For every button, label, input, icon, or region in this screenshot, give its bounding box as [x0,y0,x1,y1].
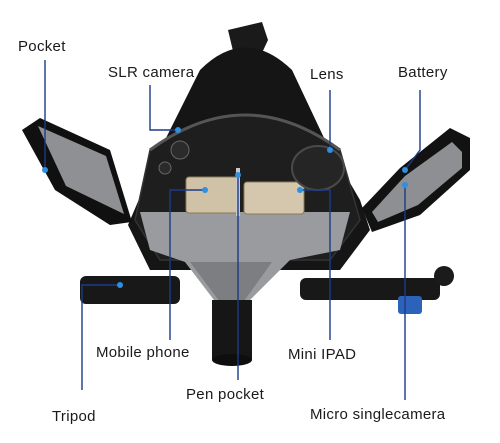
leader-mini-ipad [300,189,331,340]
callout-leader-lines [44,60,421,400]
callout-battery: Battery [398,64,448,81]
camera-dial [170,140,190,160]
camera-dial-2 [158,161,172,175]
callout-micro-single-camera: Micro singlecamera [310,406,446,423]
callout-lens: Lens [310,66,344,83]
marker-pen-pocket [235,172,241,178]
zipper-trim [149,113,341,152]
callout-pen-pocket: Pen pocket [186,386,265,403]
tripod-plate [398,296,422,314]
leader-slr-camera [149,85,178,131]
inner-lining-shadow [190,262,272,318]
mini-ipad-shape [243,181,305,215]
leader-battery [404,90,421,171]
tripod-leg-left [80,276,180,304]
leader-tripod [81,284,120,390]
marker-slr-camera [175,127,181,133]
leader-mobile-phone [169,189,205,340]
callout-markers [42,127,408,288]
right-pocket-lining [372,142,462,222]
callout-pocket: Pocket [18,38,66,55]
marker-mini-ipad [297,187,303,193]
marker-micro-single-camera [402,182,408,188]
bag-bottom-base [212,354,252,366]
tripod-head [434,266,454,286]
left-pocket-lining [38,126,124,214]
marker-mobile-phone [202,187,208,193]
marker-pocket [42,167,48,173]
bag-bottom-strap [212,300,252,360]
callout-mobile-phone: Mobile phone [96,344,190,361]
marker-tripod [117,282,123,288]
marker-battery [402,167,408,173]
lens-barrel [291,145,345,191]
marker-lens [327,147,333,153]
callout-mini-ipad: Mini IPAD [288,346,357,363]
callout-tripod: Tripod [52,408,96,425]
mobile-phone-shape [185,176,239,214]
callout-slr-camera: SLR camera [108,64,195,81]
